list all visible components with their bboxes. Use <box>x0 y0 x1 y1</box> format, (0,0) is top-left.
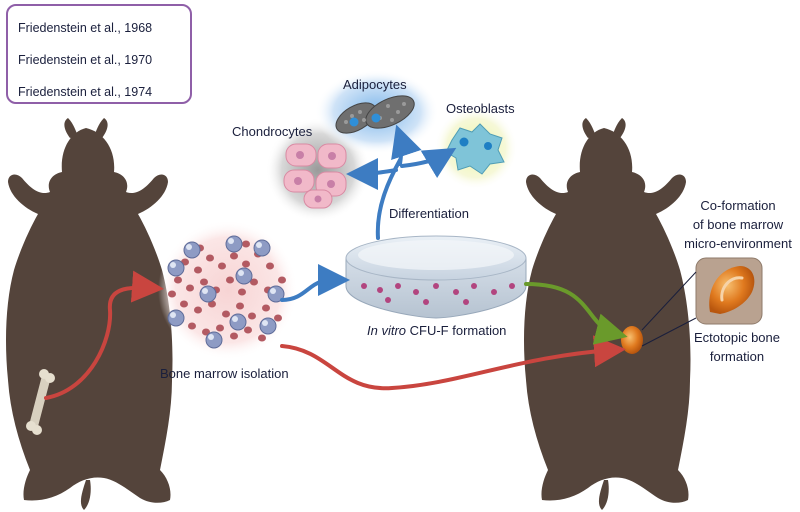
label-ectotopic-line2: formation <box>709 349 765 364</box>
label-coformation: Co-formation of bone marrow micro-enviro… <box>678 196 798 253</box>
ectopic-bone-nodule <box>621 326 643 354</box>
legend-entry-1968: Friedenstein et al., 1968 <box>18 21 153 35</box>
label-ectotopic-line1: Ectotopic bone <box>693 330 780 345</box>
label-coformation-line1: Co-formation <box>700 198 776 213</box>
legend-entry-1970: Friedenstein et al., 1970 <box>18 53 153 67</box>
arrow-to-osteoblasts <box>400 147 457 179</box>
label-chondrocytes: Chondrocytes <box>232 124 313 139</box>
label-osteoblasts: Osteoblasts <box>446 101 515 116</box>
arrow-differentiation-trunk <box>375 158 402 240</box>
femur-bone-icon <box>26 369 55 435</box>
label-adipocytes: Adipocytes <box>343 77 407 92</box>
bone-marrow-zoom-inset <box>641 257 763 347</box>
arrow-1968-bone-to-marrow <box>44 270 164 400</box>
label-differentiation: Differentiation <box>389 206 469 221</box>
bone-marrow-cells <box>158 220 298 360</box>
label-in-vitro: In vitro <box>367 323 407 338</box>
label-cfu-f: CFU-F formation <box>406 323 507 338</box>
arrow-1970-marrow-to-dish <box>280 264 350 302</box>
label-cfu-f-formation: In vitro CFU-F formation <box>367 323 506 338</box>
label-coformation-line3: micro-environment <box>684 236 792 251</box>
legend-entry-1974: Friedenstein et al., 1974 <box>18 85 153 99</box>
arrow-to-chondrocytes <box>346 157 398 190</box>
label-bone-marrow-isolation: Bone marrow isolation <box>160 366 289 381</box>
arrow-to-adipocytes <box>391 124 422 166</box>
arrow-1974-dish-to-mouse <box>524 282 628 345</box>
left-mouse-silhouette <box>6 118 173 510</box>
petri-dish <box>345 235 527 319</box>
osteoblasts-cells <box>434 106 518 190</box>
label-coformation-line2: of bone marrow <box>692 217 784 232</box>
label-ectotopic-bone: Ectotopic bone formation <box>680 328 794 366</box>
arrow-1968-marrow-to-mouse <box>280 335 626 391</box>
right-mouse-silhouette <box>524 118 691 510</box>
legend-box: Friedenstein et al., 1968 Friedenstein e… <box>6 4 192 104</box>
